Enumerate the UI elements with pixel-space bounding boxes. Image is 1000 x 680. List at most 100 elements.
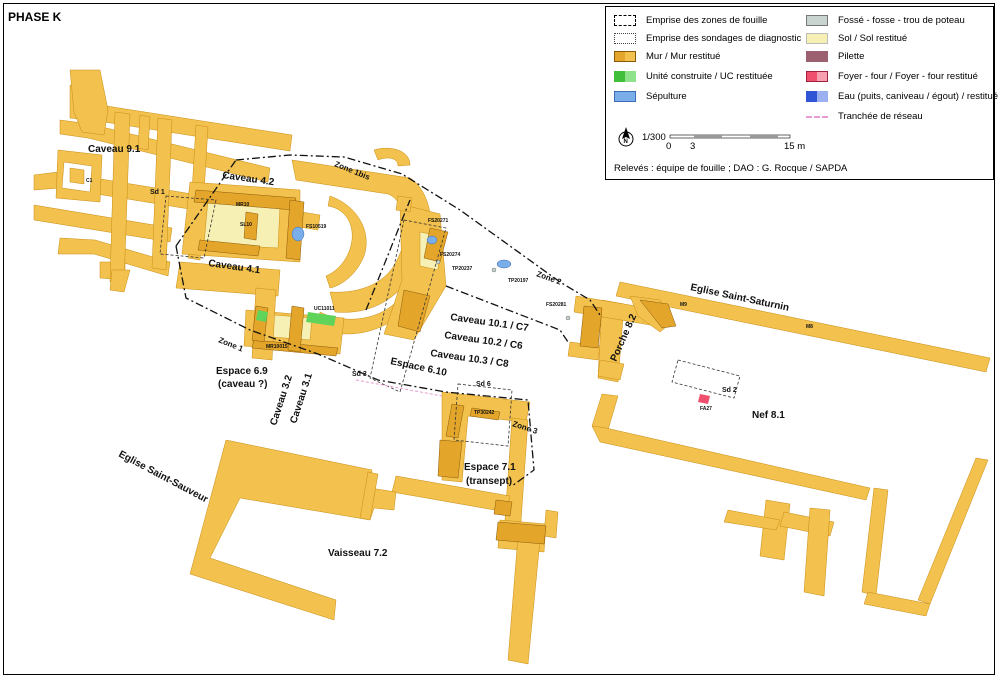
sepulture-fs20274 xyxy=(426,235,438,245)
sepulture-fs10519 xyxy=(291,226,305,242)
legend-label: Mur / Mur restitué xyxy=(646,50,721,62)
legend-label: Eau (puits, caniveau / égout) / restitué xyxy=(838,90,999,102)
legend-label: Fossé - fosse - trou de poteau xyxy=(838,14,965,26)
code-fs20274: FS20274 xyxy=(440,252,461,258)
legend: Emprise des zones de fouille Emprise des… xyxy=(605,6,998,180)
label-sd-1: Sd 1 xyxy=(150,189,165,196)
legend-item-foyer: Foyer - four / Foyer - four restitué xyxy=(806,69,978,83)
legend-label: Tranchée de réseau xyxy=(838,110,923,122)
eau-swatch-icon xyxy=(806,90,828,102)
code-fs20271: FS20271 xyxy=(428,218,449,224)
scale-tick-3: 3 xyxy=(690,141,696,152)
saturnin-pier-3 xyxy=(803,507,831,597)
label-espace-6-9: Espace 6.9 xyxy=(216,366,268,377)
exc-wall-16 xyxy=(639,299,677,329)
legend-item-tranchee: Tranchée de réseau xyxy=(806,109,923,123)
scale-tick-0: 0 xyxy=(666,141,672,152)
zone-boundary-south xyxy=(175,245,535,487)
label-vaisseau-7-2: Vaisseau 7.2 xyxy=(328,548,388,559)
code-fs10519: FS10519 xyxy=(306,224,327,230)
label-espace-7-1-sub: (transept) xyxy=(466,476,512,487)
exc-wall-9 xyxy=(397,289,431,333)
code-tp30242: TP30242 xyxy=(474,410,495,416)
legend-label: Pilette xyxy=(838,50,865,62)
uc-swatch-icon xyxy=(614,70,636,82)
label-espace-6-9-sub: (caveau ?) xyxy=(218,379,267,390)
legend-label: Emprise des sondages de diagnostic xyxy=(646,32,802,44)
credit-line: Relevés : équipe de fouille ; DAO : G. R… xyxy=(614,163,848,174)
apse-cap xyxy=(373,147,411,167)
pilette-swatch-icon xyxy=(806,50,828,62)
label-espace-7-1: Espace 7.1 xyxy=(464,462,516,473)
code-uc11011: UC11011 xyxy=(314,306,335,312)
exc-wall-15 xyxy=(579,305,603,349)
zone-boundary-north xyxy=(235,154,601,316)
legend-label: Foyer - four / Foyer - four restitué xyxy=(838,70,978,82)
code-mr10015: MR10015 xyxy=(266,344,288,350)
legend-item-eau: Eau (puits, caniveau / égout) / restitué xyxy=(806,89,998,103)
sondage-3 xyxy=(369,219,447,393)
code-fs20281: FS20281 xyxy=(546,302,567,308)
legend-item-uc: Unité construite / UC restituée xyxy=(614,69,773,83)
mur-swatch-icon xyxy=(614,50,636,62)
exc-wall-4 xyxy=(243,211,259,241)
exc-wall-13 xyxy=(493,499,513,517)
dash-box-icon xyxy=(614,32,636,44)
excavated-walls xyxy=(193,189,677,545)
foyer-fa27 xyxy=(698,394,710,404)
code-m8: M8 xyxy=(806,324,813,330)
tranchee-reseau xyxy=(355,379,443,397)
phase-title: PHASE K xyxy=(8,10,62,24)
exc-wall-11 xyxy=(469,407,501,421)
exc-wall-2 xyxy=(197,239,261,257)
caveau-4-1 xyxy=(175,261,281,297)
wall-stub-2 xyxy=(395,195,413,213)
code-m9: M9 xyxy=(680,302,687,308)
legend-item-mur: Mur / Mur restitué xyxy=(614,49,720,63)
legend-item-sondages: Emprise des sondages de diagnostic xyxy=(614,31,801,45)
scale-ratio: 1/300 xyxy=(642,132,666,143)
legend-item-sol: Sol / Sol restitué xyxy=(806,31,907,45)
code-sl: SL10 xyxy=(240,222,252,228)
exc-wall-10 xyxy=(445,403,465,439)
label-nef-8-1: Nef 8.1 xyxy=(752,410,785,421)
legend-item-fosse: Fossé - fosse - trou de poteau xyxy=(806,13,965,27)
code-fa27: FA27 xyxy=(700,406,712,412)
tranchee-swatch-icon xyxy=(806,116,828,118)
legend-label: Sol / Sol restitué xyxy=(838,32,908,44)
zone-boundary-west xyxy=(175,159,237,247)
saturnin-pier-4 xyxy=(723,509,781,531)
exc-wall-14 xyxy=(495,521,547,545)
espace-7-1-north xyxy=(441,391,531,483)
zone-boundary-mid xyxy=(365,199,411,311)
scale-bar xyxy=(669,134,791,139)
legend-label: Sépulture xyxy=(646,90,687,102)
west-tower xyxy=(69,69,109,136)
ns-wall-4 xyxy=(137,114,151,151)
legend-label: Unité construite / UC restituée xyxy=(646,70,773,82)
exc-wall-7 xyxy=(287,305,305,353)
label-c1: C1 xyxy=(86,178,93,184)
legend-label: Emprise des zones de fouille xyxy=(646,14,768,26)
sondage-6 xyxy=(453,383,513,447)
code-tp20197: TP20197 xyxy=(508,278,529,284)
saturnin-south-wall xyxy=(863,591,931,617)
sondages xyxy=(159,195,741,447)
saturnin-porch-stub xyxy=(597,359,625,381)
zones-fouille xyxy=(175,154,601,487)
sol-swatch-icon xyxy=(806,32,828,44)
ns-wall-2 xyxy=(151,117,173,271)
ns-wall-5 xyxy=(109,269,131,293)
caveau-9-1-core xyxy=(69,167,85,185)
pit xyxy=(565,315,571,321)
apse-inner xyxy=(325,195,367,289)
map-frame xyxy=(3,3,995,675)
zone-2-south xyxy=(445,285,569,343)
saint-sauveur-inner xyxy=(359,471,379,521)
foyer-swatch-icon xyxy=(806,70,828,82)
saturnin-north-wall xyxy=(615,281,991,373)
legend-item-sepulture: Sépulture xyxy=(614,89,687,103)
label-caveau-9-1: Caveau 9.1 xyxy=(88,144,141,155)
code-mr: MR10 xyxy=(236,202,250,208)
